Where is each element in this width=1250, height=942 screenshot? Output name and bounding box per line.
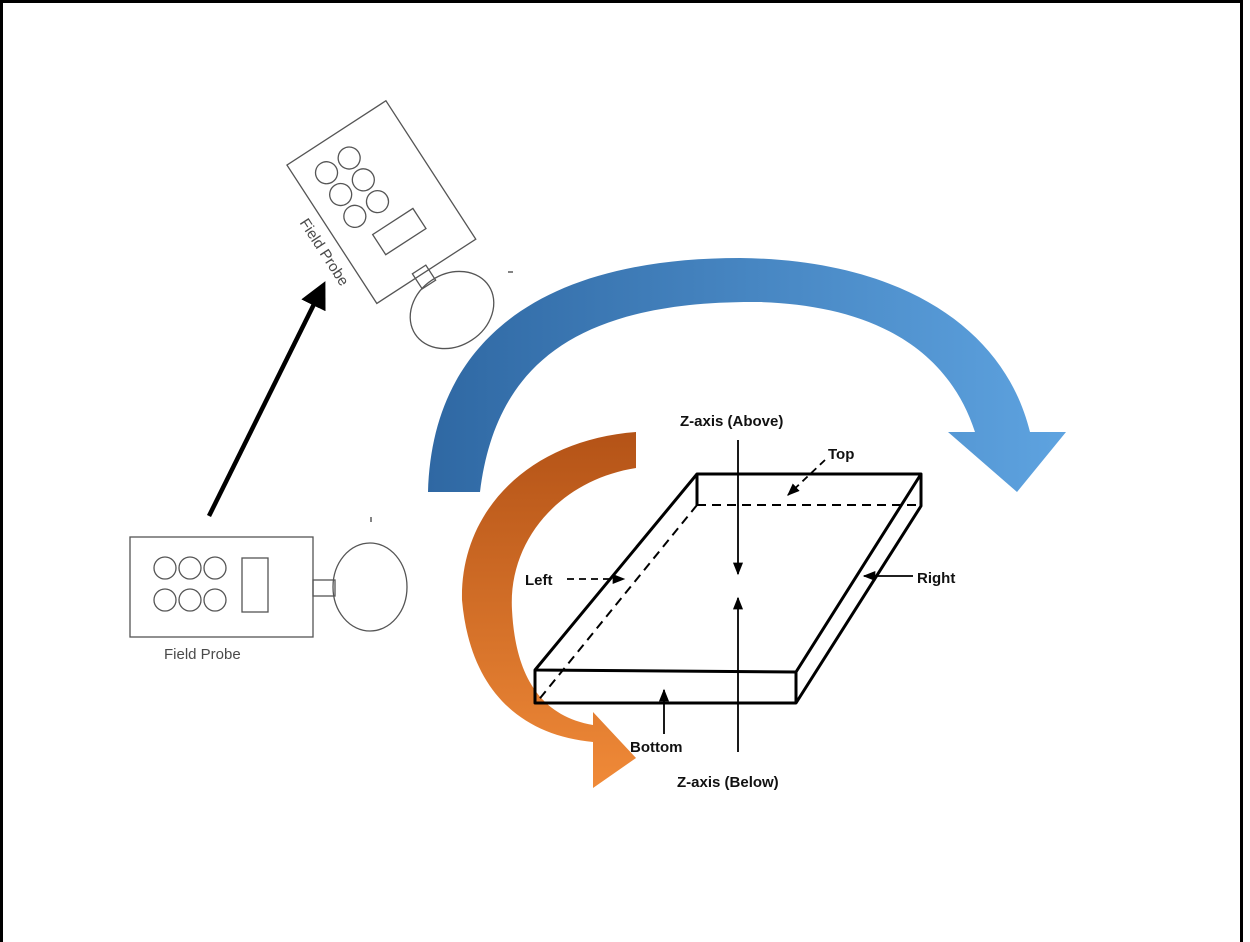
probe-button — [153, 588, 177, 612]
probe-display — [241, 557, 269, 613]
probe-display — [371, 207, 427, 256]
probe-body — [286, 99, 477, 305]
probe-button — [178, 588, 202, 612]
z-axis-below-label: Z-axis (Below) — [677, 774, 779, 791]
hidden-edge-left — [536, 504, 698, 703]
probe-stem — [411, 264, 437, 290]
top-label: Top — [828, 446, 854, 463]
orange-rotation-arrow — [461, 432, 636, 788]
test-slab — [533, 472, 923, 705]
left-label: Left — [525, 572, 553, 589]
blue-rotation-arrow — [428, 258, 1066, 492]
probe-sensor-head — [332, 542, 408, 632]
reposition-arrow — [206, 281, 326, 517]
probe-button — [153, 556, 177, 580]
probe-body — [129, 536, 314, 638]
z-axis-above-label: Z-axis (Above) — [680, 413, 783, 430]
probe-sensor-head — [409, 270, 495, 350]
field-probe-lower: Field Probe — [129, 517, 408, 663]
probe-label: Field Probe — [164, 646, 241, 663]
probe-button — [351, 168, 375, 192]
right-label: Right — [917, 570, 955, 587]
probe-stem — [312, 579, 336, 597]
top-pointer — [787, 459, 826, 496]
probe-button — [314, 161, 339, 185]
probe-button — [203, 588, 227, 612]
probe-button — [365, 189, 390, 214]
probe-button — [329, 182, 353, 207]
slab-bottom-edge — [533, 474, 923, 705]
probe-button — [337, 146, 361, 170]
slab-top-face — [533, 472, 923, 674]
probe-button — [178, 556, 202, 580]
probe-button — [203, 556, 227, 580]
bottom-label: Bottom — [630, 739, 683, 756]
probe-button — [343, 204, 367, 228]
